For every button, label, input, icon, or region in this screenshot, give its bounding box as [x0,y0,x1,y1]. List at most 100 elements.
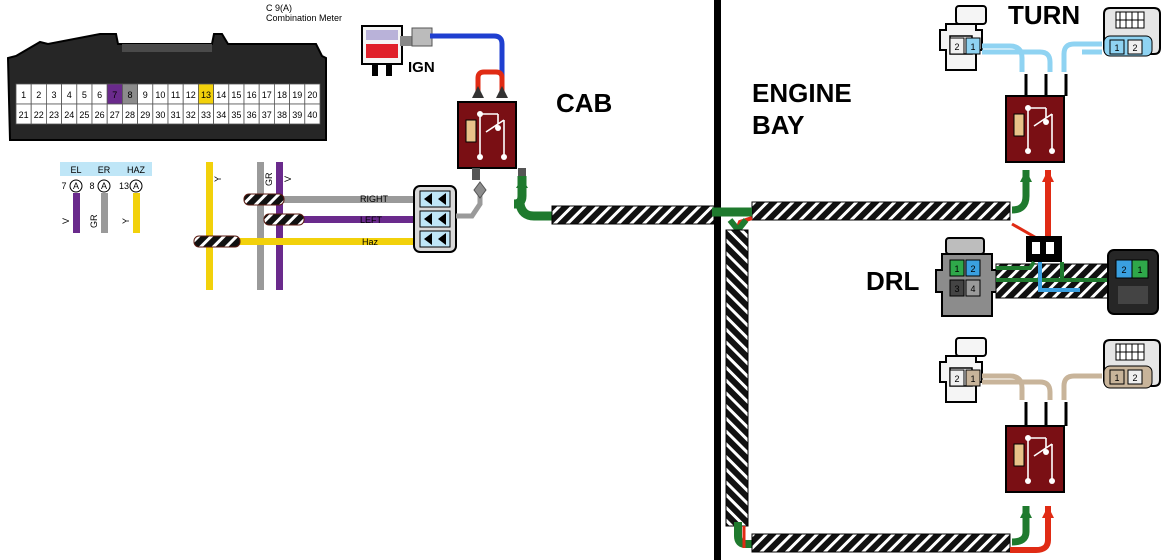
svg-text:1: 1 [1114,43,1119,53]
cab-relay [457,86,526,180]
terminal-name: ER [98,165,111,175]
connector-pin-label: 1 [21,90,26,100]
connector-pin-label: 25 [79,110,89,120]
terminal-wire-color: Y [121,218,131,224]
connector-pin-label: 15 [231,90,241,100]
svg-text:1: 1 [1137,265,1142,275]
bus-wire-y [206,162,213,290]
left-wire [266,216,418,223]
connector-pin-label: 28 [125,110,135,120]
svg-text:2: 2 [954,374,959,384]
wire-splice-left [263,213,305,226]
terminal-marker [97,179,111,193]
svg-text:2: 2 [954,42,959,52]
bus-wire-gr [257,162,264,290]
cab-label: CAB [556,88,612,118]
connector-pin-label: 36 [247,110,257,120]
bus-label-gr: GR [264,172,274,186]
connector-pin-label: 20 [307,90,317,100]
terminal-wire [73,193,80,233]
terminal-pin: 13 [119,181,129,191]
lower-relay [1005,425,1065,493]
terminal-name: HAZ [127,165,146,175]
cab-output-wire [513,176,558,221]
lower-lamp-socket: 1 2 [1103,339,1161,389]
connector-pin-label: 8 [127,90,132,100]
svg-text:2: 2 [1121,265,1126,275]
terminal-marker-label: A [133,181,139,191]
lower-relay-red [1010,506,1051,553]
turn-relay-green [1011,170,1030,214]
connector-pin-label: 24 [64,110,74,120]
cab-engine-divider [714,0,721,560]
wire-splice-haz [193,235,241,248]
svg-text:3: 3 [954,284,959,294]
connector-pin-label: 7 [112,90,117,100]
svg-text:1: 1 [1114,373,1119,383]
bottom-harness [751,533,1011,553]
connector-pin-label: 6 [97,90,102,100]
switch-wires: RIGHT LEFT Haz [193,193,418,248]
terminal-marker [69,179,83,193]
connector-pin-label: 21 [19,110,29,120]
turn-lamp-plug: 2 1 [939,5,987,71]
drl-lamp-socket: 2 1 [1107,249,1159,315]
cab-red-jumper [475,69,505,92]
connector-pin-label: 23 [49,110,59,120]
connector-pin-label: 22 [34,110,44,120]
svg-text:4: 4 [970,284,975,294]
connector-pin-label: 27 [110,110,120,120]
turn-label: TURN [1008,0,1080,30]
svg-text:1: 1 [970,42,975,52]
connector-pin-label: 9 [143,90,148,100]
drl-label: DRL [866,266,920,296]
main-harness-cab [551,205,715,225]
connector-pin-label: 12 [186,90,196,100]
bus-label-y: Y [213,176,223,182]
terminal-wire-color: V [61,218,71,224]
connector-pin-label: 39 [292,110,302,120]
vertical-harness [725,229,749,527]
connector-pin-label: 4 [67,90,72,100]
terminal-wire [101,193,108,233]
engine-bay-label-2: BAY [752,110,805,140]
connector-pin-label: 3 [51,90,56,100]
svg-text:2: 2 [1132,373,1137,383]
turn-lamp-socket: 1 2 [1103,7,1161,57]
connector-pin-label: 31 [171,110,181,120]
svg-text:1: 1 [970,374,975,384]
terminal-pin: 7 [61,181,66,191]
lower-lamp-wires [982,373,1102,400]
connector-pin-label: 32 [186,110,196,120]
bus-label-v: V [283,176,293,182]
svg-text:2: 2 [1132,43,1137,53]
right-wire-label: RIGHT [360,194,389,204]
drl-wires [996,260,1108,282]
connector-name: Combination Meter [266,13,342,23]
connector-pin-label: 33 [201,110,211,120]
haz-wire-label: Haz [362,237,379,247]
connector-pin-label: 16 [247,90,257,100]
ign-feed-wire [430,33,505,86]
left-wire-label: LEFT [360,215,383,225]
svg-text:1: 1 [954,264,959,274]
svg-text:2: 2 [970,264,975,274]
connector-pin-label: 11 [171,90,180,100]
connector-pin-label: 18 [277,90,287,100]
terminal-pin: 8 [89,181,94,191]
connector-pin-label: 40 [307,110,317,120]
turn-switch-connector [413,185,457,253]
connector-pin-label: 10 [155,90,165,100]
ign-fuse: IGN [361,25,435,76]
drl-lamp-plug: 1 2 3 4 [935,237,999,317]
connector-pin-label: 19 [292,90,302,100]
terminal-marker-label: A [101,181,107,191]
drl-fuse-block [1026,236,1062,262]
connector-pin-label: 38 [277,110,287,120]
connector-pin-label: 37 [262,110,272,120]
terminal-wire [133,193,140,233]
